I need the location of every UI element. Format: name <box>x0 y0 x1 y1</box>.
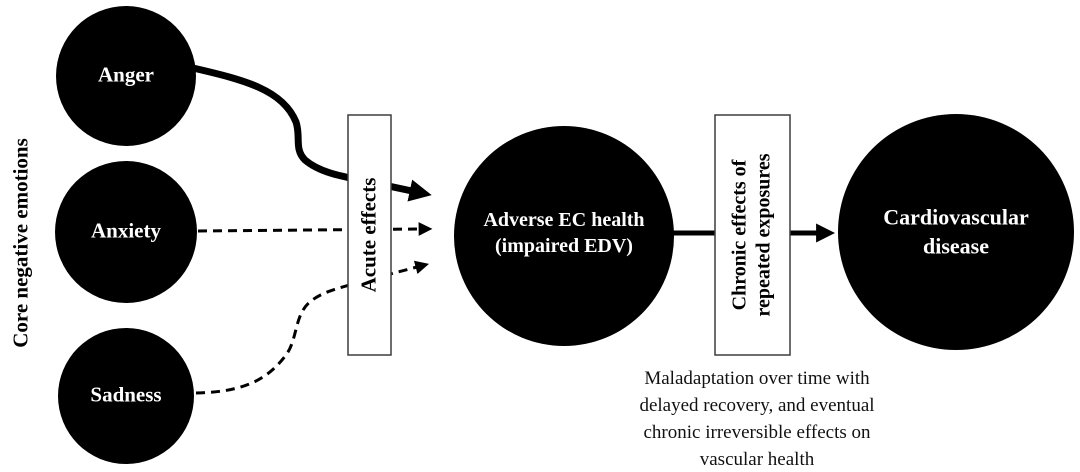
adverse-ec-health-circle <box>454 126 674 346</box>
maladaptation-caption: Maladaptation over time with delayed rec… <box>639 368 875 470</box>
cardiovascular-disease-circle <box>838 114 1074 350</box>
anxiety-circle <box>55 161 197 303</box>
chronic-effects-box <box>714 114 791 356</box>
anger-to-acute-arrow <box>189 64 432 202</box>
acute-effects-box <box>347 114 392 356</box>
sadness-circle <box>58 328 194 464</box>
sadness-to-acute-arrow <box>195 260 430 395</box>
anger-circle <box>56 6 196 146</box>
